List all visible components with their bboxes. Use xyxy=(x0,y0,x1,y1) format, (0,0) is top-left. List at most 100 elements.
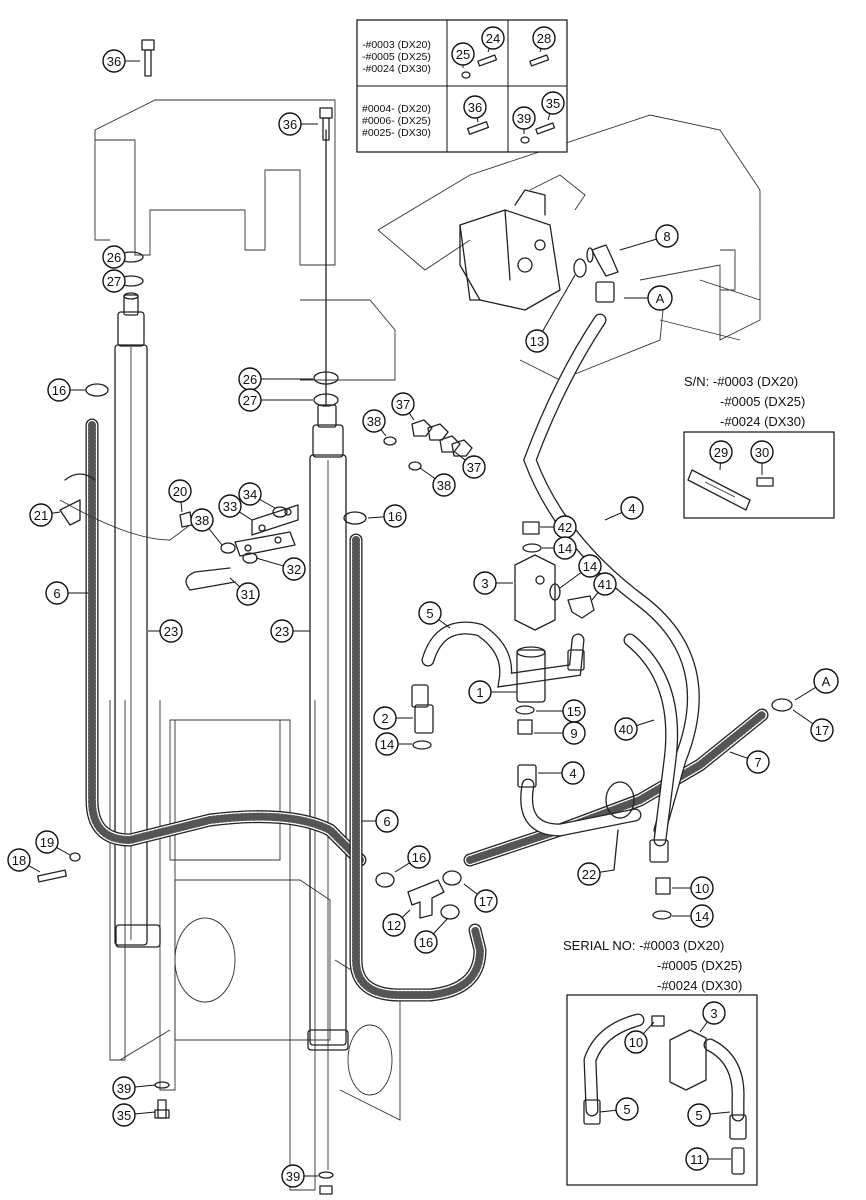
callout-number: 17 xyxy=(479,894,493,909)
hose-end-fitting-4 xyxy=(517,764,537,788)
callout-circle xyxy=(462,455,486,479)
callout-circle xyxy=(112,1103,136,1127)
callout-14: 14 xyxy=(542,536,577,560)
check-valve xyxy=(414,704,434,734)
callout-circle xyxy=(615,1097,639,1121)
callout-number: 38 xyxy=(437,478,451,493)
callout-35: 35 xyxy=(541,91,565,121)
callout-leader xyxy=(619,238,657,251)
washer-39-bottom-left xyxy=(154,1081,170,1089)
callout-15: 15 xyxy=(536,699,586,723)
callout-leader xyxy=(559,572,582,589)
callout-circle xyxy=(373,706,397,730)
callout-number: 28 xyxy=(537,31,551,46)
callout-number: 3 xyxy=(710,1006,717,1021)
callout-11: 11 xyxy=(685,1147,731,1171)
callout-20: 20 xyxy=(168,479,192,513)
callout-36: 36 xyxy=(463,95,487,123)
callout-circle xyxy=(418,601,442,625)
callout-A: A xyxy=(624,285,673,311)
sn-note-line3: -#0024 (DX30) xyxy=(720,414,805,429)
callout-leader xyxy=(134,1084,156,1088)
callout-18: 18 xyxy=(7,848,41,873)
callout-number: 5 xyxy=(695,1108,702,1123)
callout-circle xyxy=(647,285,673,311)
callout-41: 41 xyxy=(591,572,617,601)
hose-6-left xyxy=(85,418,367,867)
hose-4-short xyxy=(520,778,642,837)
callout-39: 39 xyxy=(512,106,536,134)
callout-36: 36 xyxy=(102,49,140,73)
callout-circle xyxy=(451,42,475,66)
hose-7 xyxy=(463,708,769,867)
callout-number: 40 xyxy=(619,722,633,737)
washer-38-mid xyxy=(220,542,236,554)
callout-13: 13 xyxy=(525,274,576,353)
callout-34: 34 xyxy=(238,482,276,509)
elbow-fitting xyxy=(586,244,619,277)
callout-number: 4 xyxy=(569,766,576,781)
callout-26: 26 xyxy=(102,245,126,269)
callout-circle xyxy=(473,571,497,595)
callout-circle xyxy=(238,388,262,412)
callout-number: 6 xyxy=(53,586,60,601)
bolt-36-left xyxy=(141,39,155,77)
callout-leader xyxy=(794,686,817,701)
bolt-36-right xyxy=(319,107,333,141)
hose-guard-22 xyxy=(605,781,635,819)
callout-number: 36 xyxy=(283,117,297,132)
callout-number: 12 xyxy=(387,918,401,933)
callout-10: 10 xyxy=(624,1021,655,1054)
callout-number: 1 xyxy=(476,685,483,700)
callout-leader xyxy=(134,1111,156,1115)
hose-clamp-17-b xyxy=(771,698,793,712)
callout-circle xyxy=(391,392,415,416)
callout-number: 5 xyxy=(426,606,433,621)
callout-circle xyxy=(746,750,770,774)
callout-circle xyxy=(685,1147,709,1171)
callout-leader xyxy=(792,709,814,725)
table-row1-line2: -#0005 (DX25) xyxy=(362,51,431,63)
callout-leader xyxy=(394,862,410,873)
callout-6: 6 xyxy=(45,581,88,605)
bolt-18 xyxy=(37,869,67,883)
callout-number: 20 xyxy=(173,484,187,499)
hose-clamp-16-a xyxy=(375,872,395,888)
callout-circle xyxy=(383,504,407,528)
callout-circle xyxy=(270,619,294,643)
callout-31: 31 xyxy=(229,577,260,606)
callout-circle xyxy=(281,1164,305,1188)
callout-number: 35 xyxy=(117,1108,131,1123)
callout-number: 16 xyxy=(412,850,426,865)
callout-number: 25 xyxy=(456,47,470,62)
callout-29: 29 xyxy=(709,440,733,471)
callout-number: 36 xyxy=(468,100,482,115)
callout-circle xyxy=(236,582,260,606)
o-ring-14-bottom xyxy=(652,910,672,920)
callout-circle xyxy=(481,26,505,50)
callout-circle xyxy=(620,496,644,520)
callout-number: 27 xyxy=(243,393,257,408)
hose-clamp-16-b xyxy=(440,904,460,920)
serial-note-line1: SERIAL NO: -#0003 (DX20) xyxy=(563,938,724,953)
callout-leader xyxy=(599,869,615,873)
callout-37: 37 xyxy=(454,451,486,479)
callout-circle xyxy=(112,1076,136,1100)
callout-circle xyxy=(463,95,487,119)
o-ring-15 xyxy=(515,705,535,715)
flow-regulator xyxy=(516,646,546,703)
callout-circle xyxy=(813,668,839,694)
callout-number: 13 xyxy=(530,334,544,349)
washer-34 xyxy=(272,506,288,518)
callout-number: 5 xyxy=(623,1102,630,1117)
callout-number: 14 xyxy=(695,909,709,924)
callout-number: 29 xyxy=(714,445,728,460)
callout-number: 39 xyxy=(117,1081,131,1096)
callout-16: 16 xyxy=(367,504,407,528)
callout-circle xyxy=(375,732,399,756)
serial-note-line3: -#0024 (DX30) xyxy=(657,978,742,993)
elbow-41 xyxy=(567,595,595,619)
callout-circle xyxy=(218,494,242,518)
callout-42: 42 xyxy=(540,515,577,539)
